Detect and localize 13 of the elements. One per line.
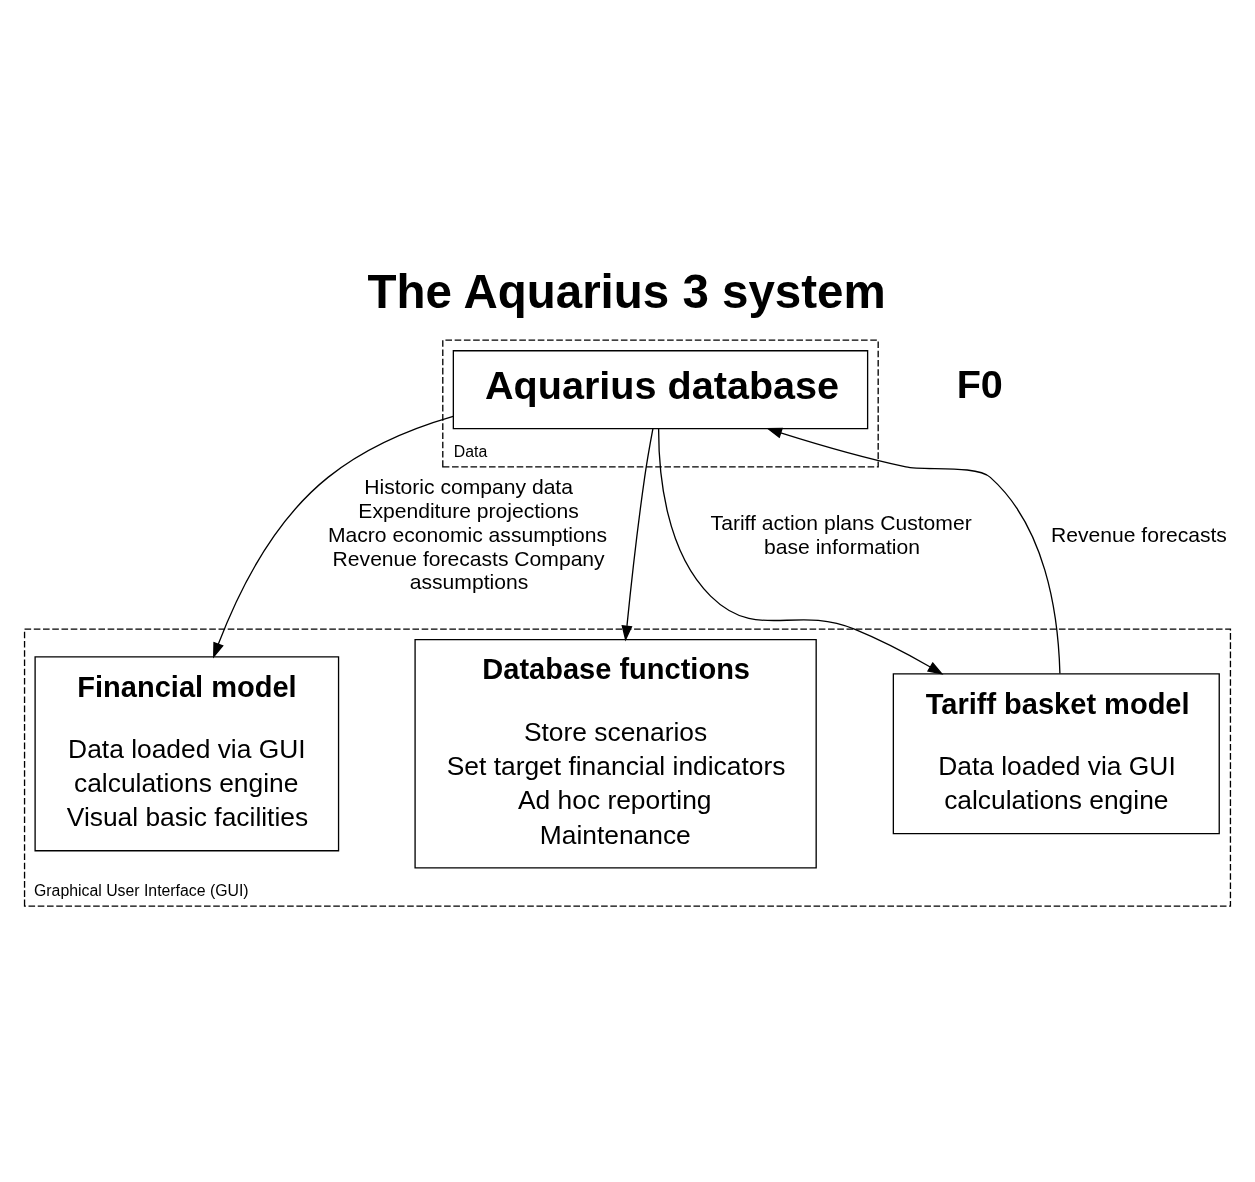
edge-label: Revenue forecasts [1051,522,1227,546]
label: F0 [956,361,1003,406]
node-box: Tariff basket model Data loaded via GUI calculations engine [892,672,1220,834]
arrow [621,427,654,641]
node-box: Database functions Store scenarios Set target financial indicators Ad hoc reporting Maintenance [414,638,817,869]
diagram-title: The Aquarius 3 system [367,264,886,318]
arrow [213,415,454,658]
arrow [766,427,1061,674]
node-box: Aquarius database [452,349,869,429]
edge-label: Tariff action plans Customer base information [710,510,972,558]
node-box: Financial model Data loaded via GUI calculations engine Visual basic facilities [34,655,340,851]
edge-label: Historic company data Expenditure projections Macro economic assumptions Revenue forecasts Company assumptions [328,474,608,593]
arrow [657,427,944,675]
